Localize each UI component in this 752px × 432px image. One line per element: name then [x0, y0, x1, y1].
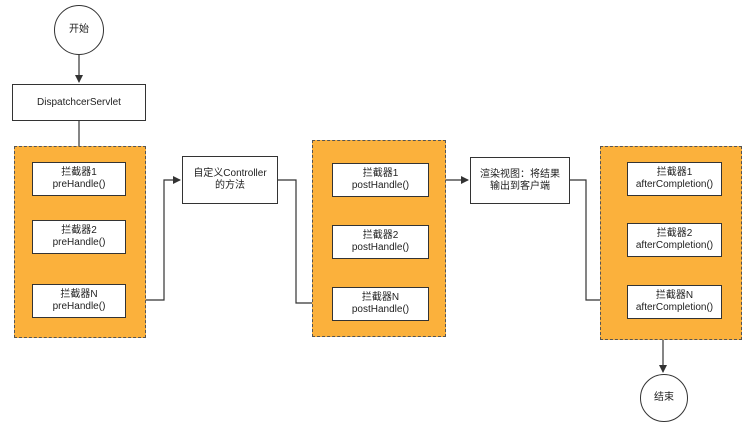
render-line1: 渲染视图：将结果	[480, 168, 560, 180]
start-node: 开始	[54, 5, 104, 55]
after-completion-n-node: 拦截器N afterCompletion()	[627, 285, 722, 319]
pre-n-line1: 拦截器N	[60, 289, 98, 300]
post-n-line1: 拦截器N	[361, 292, 400, 303]
after-n-line2: afterCompletion()	[635, 302, 714, 313]
after-1-line1: 拦截器1	[656, 167, 693, 178]
post-handle-2-node: 拦截器2 postHandle()	[332, 225, 429, 259]
end-node: 结束	[640, 374, 688, 422]
post-n-line2: postHandle()	[351, 304, 410, 315]
after-2-line1: 拦截器2	[656, 228, 693, 239]
pre-1-line1: 拦截器1	[61, 167, 97, 178]
controller-line1: 自定义Controller	[193, 168, 267, 179]
dispatcher-label: DispatchcerServlet	[37, 96, 121, 108]
render-view-node: 渲染视图：将结果 输出到客户端	[470, 157, 570, 204]
start-label: 开始	[69, 24, 89, 35]
pre-handle-1-node: 拦截器1 preHandle()	[32, 162, 126, 196]
after-completion-2-node: 拦截器2 afterCompletion()	[627, 223, 722, 257]
after-2-line2: afterCompletion()	[635, 240, 714, 251]
post-1-line1: 拦截器1	[362, 168, 399, 179]
post-handle-n-node: 拦截器N postHandle()	[332, 287, 429, 321]
post-2-line2: postHandle()	[351, 242, 410, 253]
pre-handle-n-node: 拦截器N preHandle()	[32, 284, 126, 318]
after-completion-1-node: 拦截器1 afterCompletion()	[627, 162, 722, 196]
after-1-line2: afterCompletion()	[635, 179, 714, 190]
end-label: 结束	[654, 392, 674, 403]
post-1-line2: postHandle()	[351, 180, 410, 191]
render-line2: 输出到客户端	[490, 180, 550, 192]
post-2-line1: 拦截器2	[362, 230, 399, 241]
after-n-line1: 拦截器N	[655, 290, 694, 301]
dispatcher-servlet-node: DispatchcerServlet	[12, 84, 146, 121]
pre-1-line2: preHandle()	[52, 179, 106, 190]
pre-handle-2-node: 拦截器2 preHandle()	[32, 220, 126, 254]
controller-node: 自定义Controller 的方法	[182, 156, 278, 204]
pre-n-line2: preHandle()	[52, 301, 106, 312]
pre-2-line2: preHandle()	[52, 237, 106, 248]
post-handle-1-node: 拦截器1 postHandle()	[332, 163, 429, 197]
pre-2-line1: 拦截器2	[61, 225, 97, 236]
controller-line2: 的方法	[215, 180, 245, 191]
